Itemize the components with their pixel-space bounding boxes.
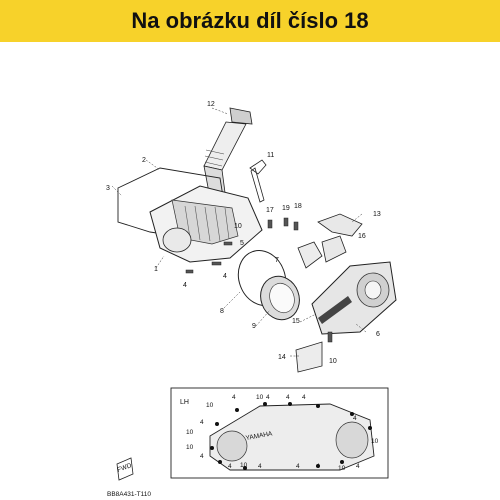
inset-label-4-7: 4	[200, 453, 204, 460]
fwd-arrow-icon: FWD	[116, 457, 134, 481]
inset-label-10-1: 10	[206, 402, 214, 409]
callout-14: 14	[278, 354, 286, 361]
callout-10b: 10	[329, 358, 337, 365]
inset-label-4-2: 4	[266, 394, 270, 401]
callout-2: 2	[142, 157, 146, 164]
inset-label-4-9: 4	[258, 463, 262, 470]
intake-duct-part	[203, 107, 253, 201]
inset-side-label: LH	[180, 399, 189, 406]
inset-label-10-2: 10	[256, 394, 264, 401]
inset-label-4-8: 4	[228, 463, 232, 470]
inset-label-10-7: 10	[338, 465, 346, 472]
callout-19: 19	[282, 205, 290, 212]
callout-18: 18	[294, 203, 302, 210]
callout-17: 17	[266, 207, 274, 214]
inset-label-4-11: 4	[316, 463, 320, 470]
drawing-code: BB8A431-T110	[107, 491, 151, 498]
callout-9: 9	[252, 323, 256, 330]
inset-label-4-4: 4	[302, 394, 306, 401]
side-bracket-part	[321, 235, 347, 263]
callout-1: 1	[154, 266, 158, 273]
callout-15: 15	[292, 318, 300, 325]
crankcase-cover-part	[149, 185, 263, 263]
inset-label-10-6: 10	[371, 438, 379, 445]
callout-5: 5	[240, 240, 244, 247]
callout-7: 7	[275, 257, 279, 264]
inset-label-4-6: 4	[200, 419, 204, 426]
callout-12: 12	[207, 101, 215, 108]
inset-label-4-3: 4	[286, 394, 290, 401]
callout-13: 13	[373, 211, 381, 218]
fwd-label: FWD	[116, 462, 133, 474]
callout-10a: 10	[234, 223, 242, 230]
inset-label-10-3: 10	[186, 429, 194, 436]
banner-title: Na obrázku díl číslo 18	[131, 8, 369, 33]
inset-label-4-10: 4	[296, 463, 300, 470]
inset-detail: LH YAMAHA 10 10 10 10 10 10 10 4 4 4 4 4…	[170, 387, 389, 479]
callout-4a: 4	[183, 282, 187, 289]
inset-brand-text: YAMAHA	[245, 430, 273, 442]
callout-11: 11	[267, 152, 274, 159]
callout-6: 6	[376, 331, 380, 338]
bracket-part	[249, 159, 267, 203]
small-bracket-part	[297, 241, 323, 269]
callout-4b: 4	[223, 273, 227, 280]
inset-label-4-12: 4	[356, 463, 360, 470]
fastener-parts	[185, 217, 333, 343]
inset-label-10-5: 10	[240, 462, 248, 469]
callout-8: 8	[220, 308, 224, 315]
inset-label-4-5: 4	[353, 415, 357, 422]
bottom-bracket-part	[295, 341, 323, 373]
leader-lines	[111, 107, 367, 357]
callout-16: 16	[358, 233, 366, 240]
title-banner: Na obrázku díl číslo 18	[0, 0, 500, 42]
inset-label-4-1: 4	[232, 394, 236, 401]
upper-cover-part	[317, 213, 363, 237]
outer-cover-part	[311, 261, 397, 335]
callout-3: 3	[106, 185, 110, 192]
inset-label-10-4: 10	[186, 444, 194, 451]
round-cover-part	[260, 275, 300, 321]
